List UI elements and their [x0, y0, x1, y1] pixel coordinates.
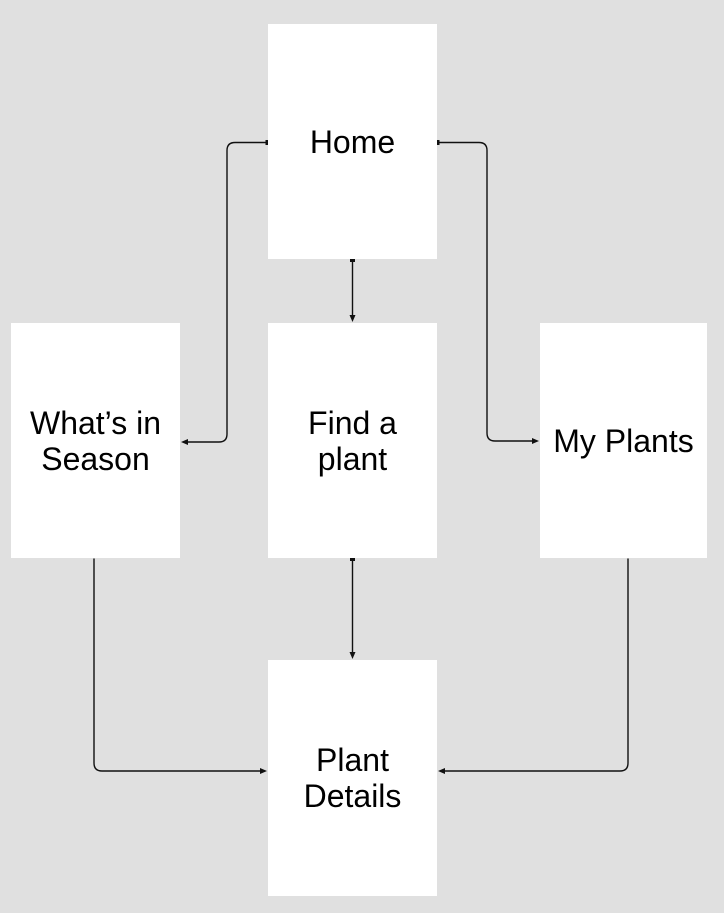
edge-home-to-whats-in-season — [181, 140, 271, 445]
screen-node-home-label: Home — [309, 123, 396, 160]
screen-node-find-a-plant-label: Find a plant — [308, 404, 397, 477]
screen-node-my-plants-label: My Plants — [553, 422, 694, 459]
screen-node-find-a-plant[interactable]: Find a plant — [268, 323, 437, 558]
screen-node-plant-details[interactable]: Plant Details — [268, 660, 437, 896]
screen-node-whats-in-season-label: What’s in Season — [29, 404, 161, 477]
screen-node-home[interactable]: Home — [268, 24, 437, 259]
screen-node-plant-details-label: Plant Details — [303, 742, 402, 814]
edge-my-plants-to-plant-details — [438, 558, 629, 774]
screen-node-whats-in-season[interactable]: What’s in Season — [11, 323, 180, 558]
edge-whats-in-season-to-plant-details — [93, 558, 267, 774]
edge-home-to-my-plants — [434, 140, 539, 444]
screen-node-my-plants[interactable]: My Plants — [540, 323, 707, 558]
